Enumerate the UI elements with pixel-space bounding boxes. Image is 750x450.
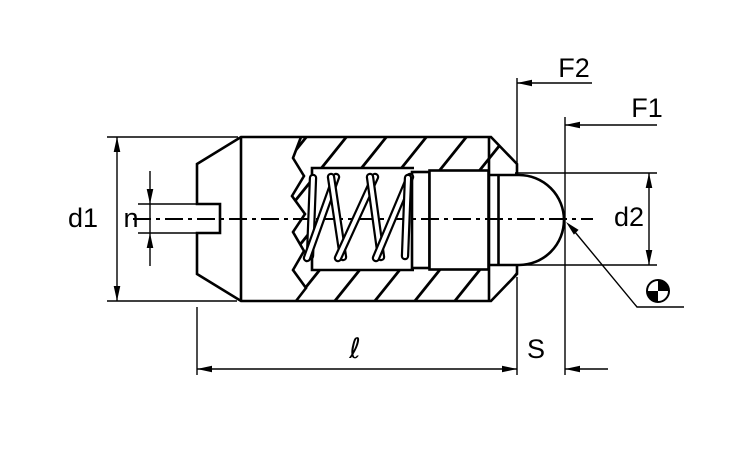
- label-length: ℓ: [348, 332, 361, 365]
- label-s: S: [527, 334, 545, 364]
- leader-position-symbol: [566, 222, 684, 308]
- dimension-d1: d1: [68, 136, 238, 302]
- ball-dome: [487, 173, 566, 267]
- dimension-f2: F2: [516, 53, 592, 163]
- plunger-cylinder: [428, 169, 490, 271]
- label-d1: d1: [68, 203, 98, 233]
- ball-nose: [487, 173, 566, 267]
- position-symbol-quadrant-bl: [647, 291, 658, 302]
- dimension-n: n: [123, 171, 219, 266]
- label-n: n: [123, 203, 138, 233]
- break-line: [290, 136, 308, 302]
- plunger: [410, 169, 490, 271]
- label-d2: d2: [614, 202, 644, 232]
- label-f1: F1: [631, 93, 663, 123]
- plunger-flange: [410, 170, 431, 270]
- label-f2: F2: [558, 53, 590, 83]
- dimension-length-and-s: ℓ S: [196, 277, 608, 375]
- spring: [302, 172, 415, 263]
- position-symbol-quadrant-tr: [658, 280, 669, 291]
- dimension-d2: d2: [515, 172, 657, 266]
- dimension-f1: F1: [564, 93, 663, 375]
